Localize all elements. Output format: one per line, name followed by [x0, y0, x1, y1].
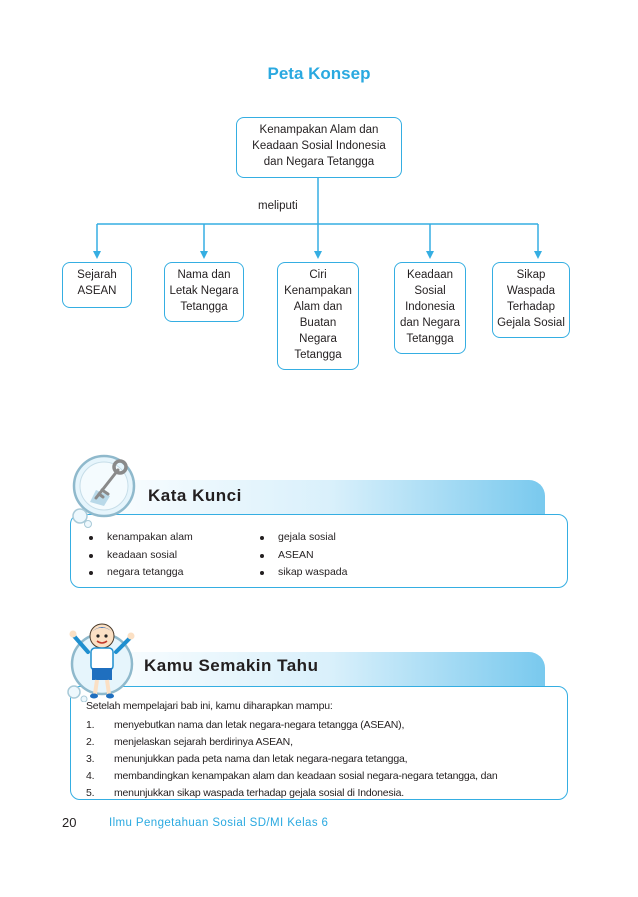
- objective-text: menjelaskan sejarah berdirinya ASEAN,: [114, 736, 293, 748]
- box-line: Terhadap: [507, 301, 555, 313]
- page-title: Peta Konsep: [267, 64, 371, 83]
- keyword-item: sikap waspada: [258, 564, 347, 582]
- keyword-item: negara tetangga: [87, 564, 193, 582]
- kamu-semakin-tahu-panel: [70, 686, 568, 800]
- box-line: dan Negara: [399, 317, 461, 329]
- root-line: dan Negara Tetangga: [263, 156, 375, 168]
- kata-kunci-list-left: kenampakan alam keadaan sosial negara te…: [87, 529, 193, 582]
- box-line: Sejarah: [77, 269, 117, 281]
- keyword-item: keadaan sosial: [87, 547, 193, 565]
- concept-box-ciri-kenampakan: Ciri Kenampakan Alam dan Buatan Negara T…: [277, 262, 359, 370]
- kata-kunci-title: Kata Kunci: [148, 486, 242, 505]
- objective-text: menunjukkan pada peta nama dan letak neg…: [114, 753, 408, 765]
- objective-number: 5.: [86, 787, 95, 799]
- box-line: Tetangga: [406, 333, 454, 345]
- connector-label: meliputi: [258, 200, 298, 212]
- objective-item: 1. menyebutkan nama dan letak negara-nega…: [86, 717, 498, 734]
- objective-item: 4. membandingkan kenampakan alam dan kead…: [86, 768, 498, 785]
- objective-number: 2.: [86, 736, 95, 748]
- objectives-list: 1. menyebutkan nama dan letak negara-nega…: [86, 717, 498, 802]
- objective-item: 3. menunjukkan pada peta nama dan letak n…: [86, 751, 498, 768]
- concept-box-sikap-waspada: Sikap Waspada Terhadap Gejala Sosial: [492, 262, 570, 338]
- box-line: Tetangga: [294, 349, 342, 361]
- concept-root-box: Kenampakan Alam dan Keadaan Sosial Indon…: [236, 117, 402, 178]
- student-mascot-icon: [62, 614, 146, 703]
- objective-text: menunjukkan sikap waspada terhadap gejal…: [114, 787, 404, 799]
- objective-number: 4.: [86, 770, 95, 782]
- box-line: Ciri: [309, 269, 327, 281]
- key-icon: [66, 446, 148, 528]
- box-line: Buatan: [299, 317, 337, 329]
- page-number: 20: [62, 815, 77, 830]
- box-line: Negara: [299, 333, 337, 345]
- box-line: Tetangga: [180, 301, 228, 313]
- objective-item: 5. menunjukkan sikap waspada terhadap gej…: [86, 785, 498, 802]
- box-line: Waspada: [506, 285, 556, 297]
- book-title: Ilmu Pengetahuan Sosial SD/MI Kelas 6: [109, 817, 329, 829]
- kamu-semakin-tahu-header-band: [70, 652, 545, 686]
- kamu-semakin-tahu-title: Kamu Semakin Tahu: [144, 656, 319, 675]
- objective-number: 1.: [86, 719, 95, 731]
- box-line: Letak Negara: [169, 285, 239, 297]
- root-line: Kenampakan Alam dan: [259, 124, 379, 136]
- objective-text: membandingkan kenampakan alam dan keadaa…: [114, 770, 498, 782]
- objective-item: 2. menjelaskan sejarah berdirinya ASEAN,: [86, 734, 498, 751]
- root-line: Keadaan Sosial Indonesia: [252, 140, 386, 152]
- keyword-item: kenampakan alam: [87, 529, 193, 547]
- box-line: Gejala Sosial: [497, 317, 565, 329]
- kata-kunci-header-band: [70, 480, 545, 514]
- objective-number: 3.: [86, 753, 95, 765]
- kata-kunci-list-right: gejala sosial ASEAN sikap waspada: [258, 529, 347, 582]
- box-line: Kenampakan: [284, 285, 352, 297]
- box-line: Nama dan: [177, 269, 231, 281]
- concept-box-keadaan-sosial: Keadaan Sosial Indonesia dan Negara Teta…: [394, 262, 466, 354]
- objectives-intro: Setelah mempelajari bab ini, kamu dihara…: [86, 700, 333, 712]
- box-line: ASEAN: [77, 285, 117, 297]
- box-line: Indonesia: [405, 301, 455, 313]
- concept-box-nama-letak: Nama dan Letak Negara Tetangga: [164, 262, 244, 322]
- box-line: Sosial: [414, 285, 446, 297]
- kata-kunci-panel: [70, 514, 568, 588]
- keyword-item: ASEAN: [258, 547, 347, 565]
- box-line: Sikap: [516, 269, 546, 281]
- keyword-item: gejala sosial: [258, 529, 347, 547]
- objective-text: menyebutkan nama dan letak negara-negara…: [114, 719, 405, 731]
- box-line: Alam dan: [293, 301, 343, 313]
- concept-box-sejarah: Sejarah ASEAN: [62, 262, 132, 308]
- box-line: Keadaan: [406, 269, 454, 281]
